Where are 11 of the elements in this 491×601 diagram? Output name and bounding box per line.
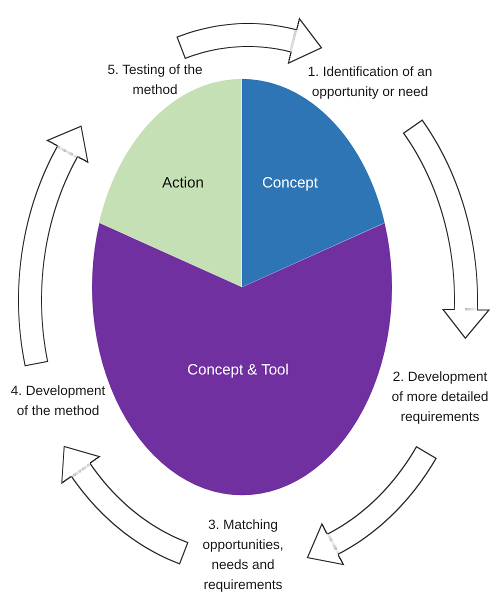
block-arrow <box>306 444 437 566</box>
slice-label: Action <box>162 174 204 192</box>
step-label: 4. Development of the method <box>8 381 108 421</box>
slice-label: Concept & Tool <box>187 361 289 378</box>
step-label: 5. Testing of the method <box>105 60 205 100</box>
step-label: 1. Identification of an opportunity or need <box>308 62 432 102</box>
step-label: 3. Matching opportunities, needs and requirements <box>193 515 293 595</box>
block-arrow <box>402 119 491 340</box>
slice-label: Concept <box>262 174 318 192</box>
step-label: 2. Development of more detailed requirements <box>388 367 491 427</box>
block-arrow <box>18 125 89 369</box>
